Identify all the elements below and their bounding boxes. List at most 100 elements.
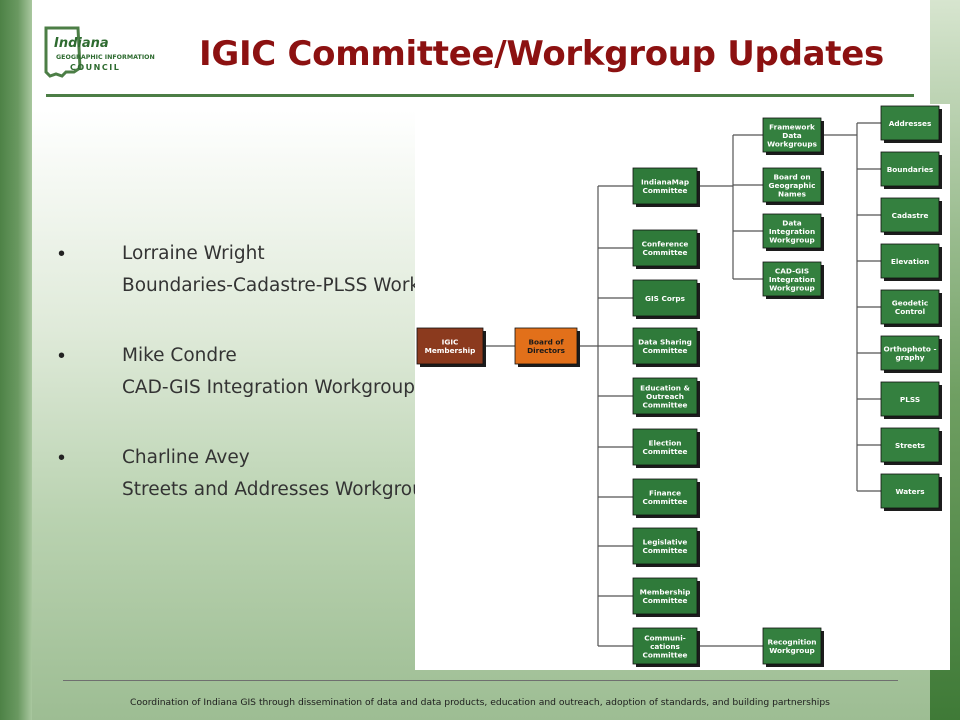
box-label: Membership xyxy=(640,588,691,597)
box-face xyxy=(762,213,822,249)
box-label: Addresses xyxy=(889,119,932,128)
bullet-workgroup: CAD-GIS Integration Workgroup xyxy=(122,377,415,398)
box-face xyxy=(880,197,940,233)
title-divider xyxy=(46,94,914,97)
bullet-workgroup: Streets and Addresses Workgroup xyxy=(122,479,436,500)
box-label: Geographic xyxy=(769,181,816,190)
bullet-person-name: Charline Avey xyxy=(122,447,250,468)
box-face xyxy=(880,473,940,509)
box-face xyxy=(632,577,698,615)
box-label: Integration xyxy=(769,227,815,236)
box-face xyxy=(632,279,698,317)
bullet-workgroup: Boundaries-Cadastre-PLSS Workgroup xyxy=(122,275,474,296)
igic-logo: Indiana GEOGRAPHIC INFORMATION COUNCIL xyxy=(44,26,155,78)
box-face xyxy=(880,289,940,325)
box-label: cations xyxy=(650,642,680,651)
box-label: Data xyxy=(782,218,801,227)
box-label: Conference xyxy=(642,240,689,249)
box-label: Committee xyxy=(643,400,688,409)
box-label: Communi- xyxy=(644,633,686,642)
box-face xyxy=(880,427,940,463)
box-face xyxy=(632,428,698,466)
org-box-framework-workgroup: Waters xyxy=(880,473,942,511)
box-label: IGIC xyxy=(442,338,459,347)
org-box-framework-workgroup: Cadastre xyxy=(880,197,942,235)
box-label: Cadastre xyxy=(892,211,929,220)
box-face xyxy=(880,381,940,417)
org-box-framework-workgroup: Boundaries xyxy=(880,151,942,189)
box-face xyxy=(632,527,698,565)
box-face xyxy=(880,243,940,279)
box-face xyxy=(880,105,940,141)
box-label: IndianaMap xyxy=(641,178,689,187)
box-label: Education & xyxy=(640,383,690,392)
org-box-framework-workgroup: PLSS xyxy=(880,381,942,419)
indiana-state-outline-icon xyxy=(44,26,82,78)
box-face xyxy=(880,335,940,371)
org-box-committee: GIS Corps xyxy=(632,279,700,319)
box-label: Committee xyxy=(643,186,688,195)
box-label: Elevation xyxy=(891,257,929,266)
box-label: Data Sharing xyxy=(638,338,692,347)
box-label: CAD-GIS xyxy=(775,266,809,275)
box-face xyxy=(762,117,822,153)
footer-text: Coordination of Indiana GIS through diss… xyxy=(130,697,830,708)
box-face xyxy=(762,167,822,203)
box-label: Control xyxy=(895,307,925,316)
box-label: Committee xyxy=(643,546,688,555)
box-face xyxy=(762,261,822,297)
logo-line1: Indiana xyxy=(54,36,109,51)
box-label: Committee xyxy=(643,497,688,506)
org-box-framework-workgroup: Orthophoto -graphy xyxy=(880,335,942,373)
slide-title: IGIC Committee/Workgroup Updates xyxy=(199,34,884,74)
org-box-framework-workgroup: Elevation xyxy=(880,243,942,281)
box-label: Committee xyxy=(643,248,688,257)
box-label: Workgroups xyxy=(767,139,817,148)
box-label: Workgroup xyxy=(769,283,815,292)
box-label: Workgroup xyxy=(769,646,815,655)
box-label: Membership xyxy=(425,346,476,355)
logo-line3: COUNCIL xyxy=(70,63,120,72)
bullet-person-name: Mike Condre xyxy=(122,345,237,366)
box-label: Committee xyxy=(643,346,688,355)
box-label: Committee xyxy=(643,447,688,456)
box-face xyxy=(514,327,578,365)
box-label: Integration xyxy=(769,275,815,284)
box-label: Committee xyxy=(643,650,688,659)
box-label: Geodetic xyxy=(892,299,928,308)
box-face xyxy=(632,327,698,365)
box-label: Legislative xyxy=(643,538,688,547)
box-label: Board of xyxy=(528,338,564,347)
org-box-framework-workgroup: Streets xyxy=(880,427,942,465)
box-face xyxy=(632,229,698,267)
box-face xyxy=(632,167,698,205)
bullet-glyph: • xyxy=(58,345,66,367)
box-label: Waters xyxy=(895,487,924,496)
box-label: Recognition xyxy=(767,638,816,647)
box-label: Orthophoto - xyxy=(884,345,937,354)
box-label: Board on xyxy=(773,172,810,181)
logo-line2: GEOGRAPHIC INFORMATION xyxy=(56,54,155,61)
box-face xyxy=(632,478,698,516)
box-label: Finance xyxy=(649,489,681,498)
bullet-item: • Lorraine Wright Boundaries-Cadastre-PL… xyxy=(58,238,558,302)
box-label: GIS Corps xyxy=(645,294,685,303)
bullet-glyph: • xyxy=(58,447,66,469)
box-label: Workgroup xyxy=(769,235,815,244)
bullet-item: • Mike Condre CAD-GIS Integration Workgr… xyxy=(58,340,558,404)
bullet-list: • Lorraine Wright Boundaries-Cadastre-PL… xyxy=(58,238,558,544)
box-face xyxy=(880,151,940,187)
